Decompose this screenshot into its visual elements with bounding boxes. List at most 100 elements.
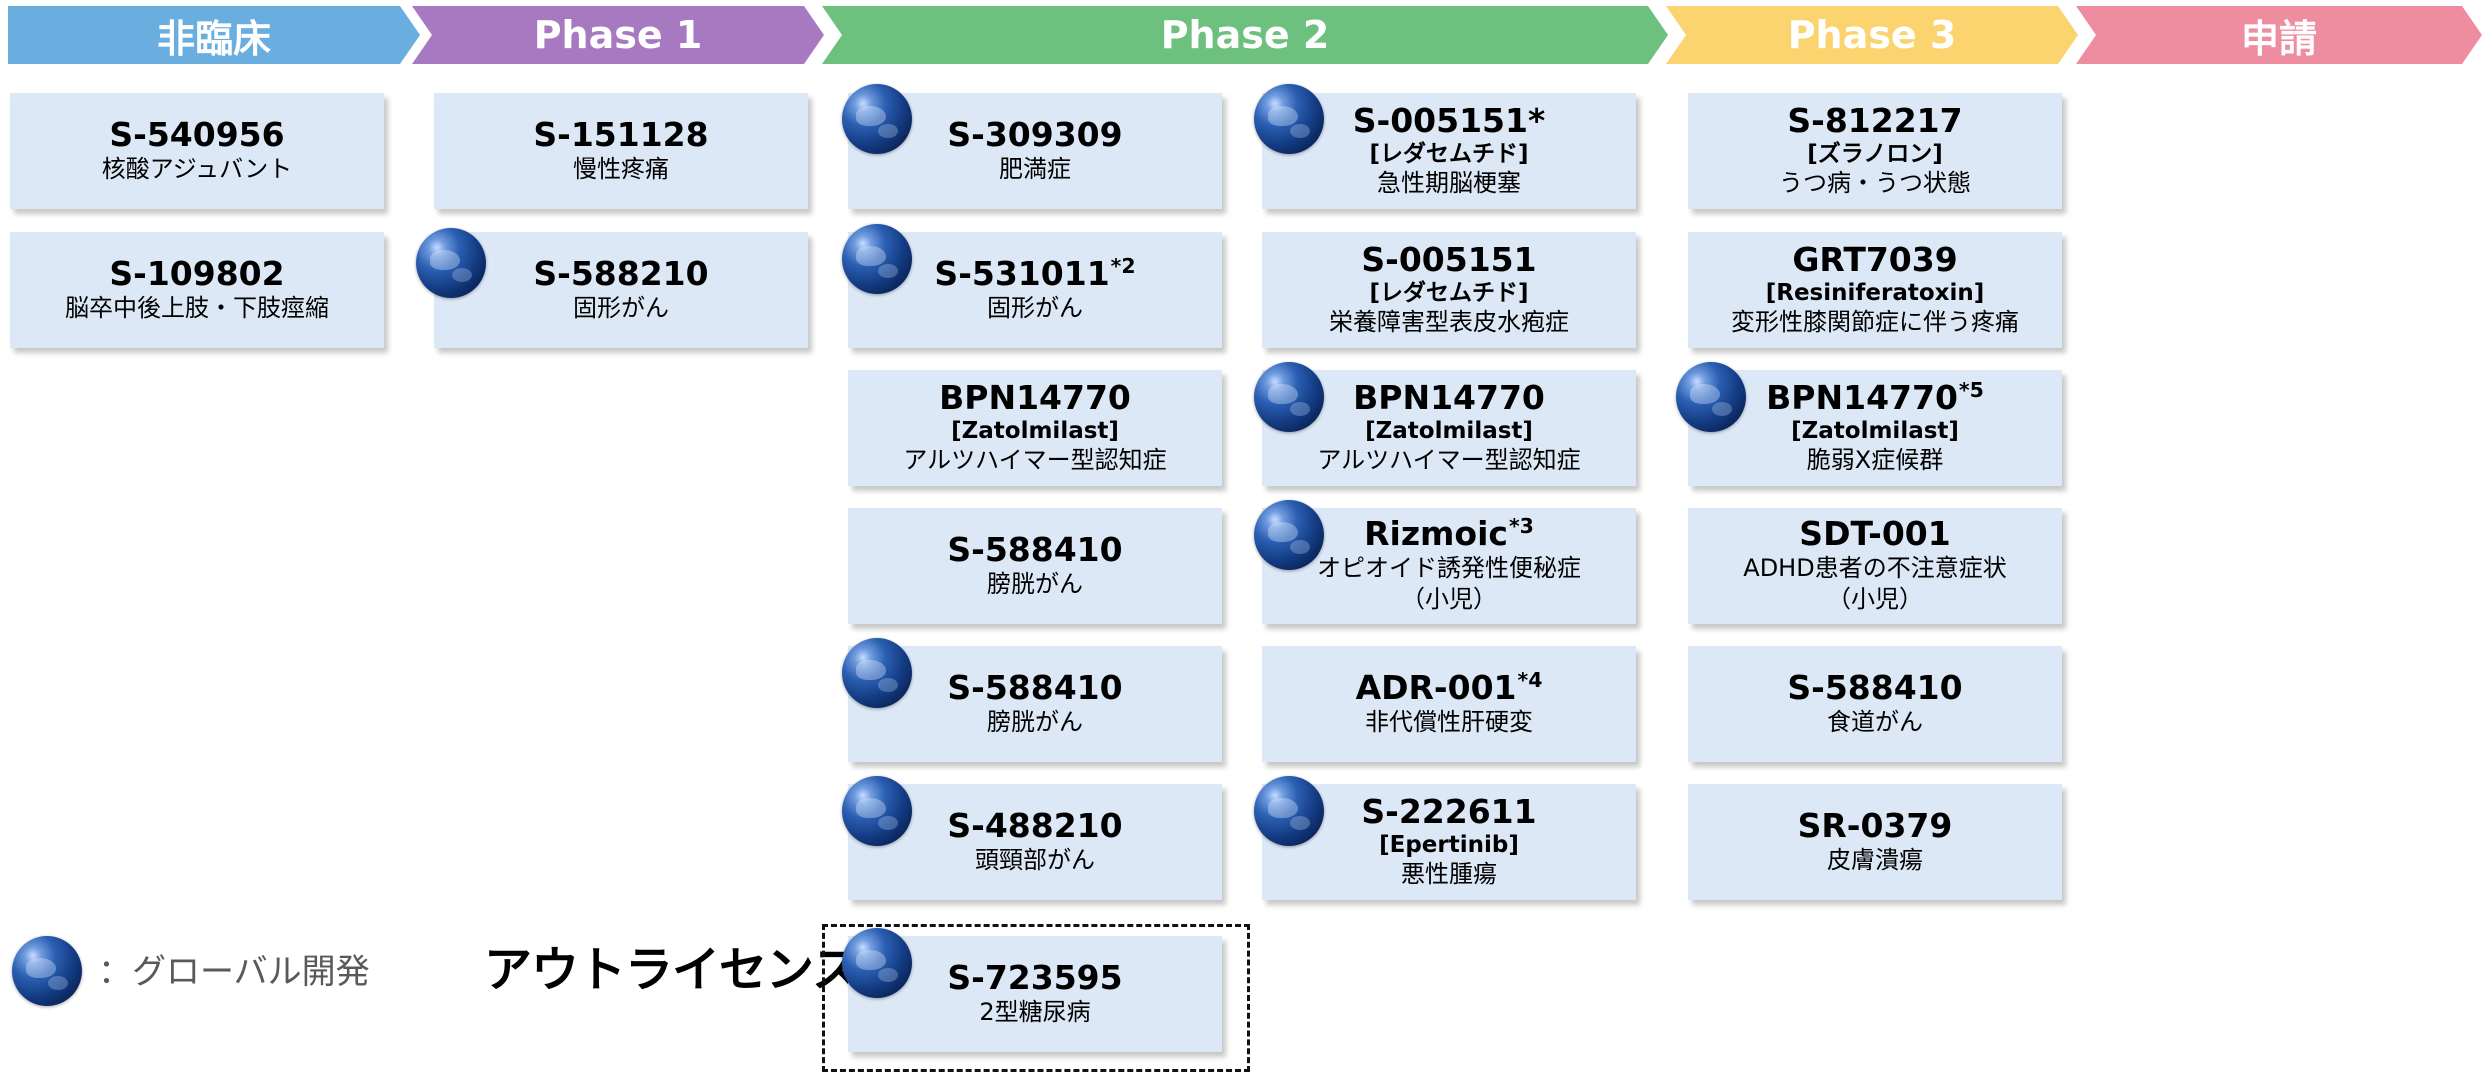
pipeline-card: BPN14770 [Zatolmilast] アルツハイマー型認知症 [848, 370, 1222, 486]
compound-code: GRT7039 [1792, 239, 1958, 279]
compound-code: S-588210 [533, 253, 709, 293]
compound-code: S-151128 [533, 114, 709, 154]
generic-name: [Resiniferatoxin] [1765, 279, 1985, 306]
compound-code: SDT-001 [1799, 514, 1951, 554]
compound-code: BPN14770 [1353, 377, 1545, 417]
pipeline-card: S-588410 膀胱がん [848, 508, 1222, 624]
globe-icon [842, 224, 912, 294]
compound-code: S-588410 [1787, 667, 1963, 707]
outlicense-label: アウトライセンス [484, 942, 860, 998]
phase-header-phase2: Phase 2 [822, 6, 1668, 64]
globe-icon [842, 638, 912, 708]
indication: アルツハイマー型認知症 [903, 446, 1167, 475]
generic-name: [レダセムチド] [1369, 279, 1529, 306]
compound-code: ADR-001*4 [1355, 667, 1543, 707]
generic-name: [ズラノロン] [1807, 140, 1943, 167]
indication: 頭頸部がん [975, 845, 1095, 874]
compound-code: Rizmoic*3 [1364, 514, 1534, 554]
indication: 脆弱X症候群 [1806, 446, 1944, 475]
phase-header-filing: 申請 [2076, 6, 2482, 64]
phase-header-phase1: Phase 1 [412, 6, 824, 64]
globe-icon [1254, 84, 1324, 154]
footnote-marker: *2 [1110, 253, 1136, 278]
compound-code: S-109802 [109, 253, 285, 293]
compound-code: BPN14770*5 [1766, 377, 1984, 417]
indication: 膀胱がん [987, 707, 1083, 736]
indication: 非代償性肝硬変 [1365, 707, 1533, 736]
phase-label: 非臨床 [156, 16, 271, 61]
compound-code: S-812217 [1787, 100, 1963, 140]
compound-code: S-588410 [947, 529, 1123, 569]
phase-label: Phase 3 [1787, 13, 1957, 57]
phase-arrow-shape [2076, 6, 2482, 64]
phase-arrow-shape [822, 6, 1668, 64]
indication: 2型糖尿病 [979, 997, 1091, 1026]
compound-code: S-531011*2 [934, 253, 1136, 293]
indication: 急性期脳梗塞 [1377, 169, 1521, 198]
indication: 悪性腫瘍 [1401, 860, 1497, 889]
phase-label: Phase 2 [1160, 13, 1330, 57]
pipeline-card: S-151128 慢性疼痛 [434, 93, 808, 209]
generic-name: [Zatolmilast] [1365, 417, 1533, 444]
pipeline-card: S-005151* [レダセムチド] 急性期脳梗塞 [1262, 93, 1636, 209]
generic-name: [Zatolmilast] [951, 417, 1119, 444]
globe-icon [842, 84, 912, 154]
pipeline-card: S-005151 [レダセムチド] 栄養障害型表皮水疱症 [1262, 232, 1636, 348]
compound-code: S-723595 [947, 957, 1123, 997]
globe-icon [1254, 362, 1324, 432]
indication: 核酸アジュバント [101, 154, 293, 183]
globe-icon [1254, 500, 1324, 570]
pipeline-card: S-109802 脳卒中後上肢・下肢痙縮 [10, 232, 384, 348]
phase-label: Phase 1 [533, 13, 703, 57]
indication-note: （小児） [1827, 585, 1923, 614]
indication: 食道がん [1827, 707, 1923, 736]
pipeline-card: GRT7039 [Resiniferatoxin] 変形性膝関節症に伴う疼痛 [1688, 232, 2062, 348]
pipeline-card: S-222611 [Epertinib] 悪性腫瘍 [1262, 784, 1636, 900]
compound-code: BPN14770 [939, 377, 1131, 417]
phase-arrow-shape [412, 6, 824, 64]
footnote-marker: *5 [1958, 377, 1984, 402]
phase-header-preclinical: 非臨床 [8, 6, 420, 64]
indication: 脳卒中後上肢・下肢痙縮 [65, 293, 329, 322]
compound-code: S-309309 [947, 114, 1123, 154]
indication: 変形性膝関節症に伴う疼痛 [1731, 308, 2019, 337]
indication: アルツハイマー型認知症 [1317, 446, 1581, 475]
phase-arrow-shape [8, 6, 420, 64]
footnote-marker: *3 [1508, 514, 1534, 539]
compound-code: S-005151 [1361, 239, 1537, 279]
generic-name: [Zatolmilast] [1791, 417, 1959, 444]
phase-header-phase3: Phase 3 [1666, 6, 2078, 64]
globe-icon [1254, 776, 1324, 846]
pipeline-card: BPN14770*5 [Zatolmilast] 脆弱X症候群 [1688, 370, 2062, 486]
indication: 固形がん [573, 293, 669, 322]
compound-code: S-488210 [947, 805, 1123, 845]
legend-label: ：グローバル開発 [98, 952, 370, 992]
outlicense-box [822, 924, 1250, 1072]
globe-icon [842, 776, 912, 846]
phase-arrow-shape [1666, 6, 2078, 64]
pipeline-card: S-812217 [ズラノロン] うつ病・うつ状態 [1688, 93, 2062, 209]
pipeline-card: Rizmoic*3 オピオイド誘発性便秘症 （小児） [1262, 508, 1636, 624]
indication: 肥満症 [999, 154, 1071, 183]
pipeline-card: SDT-001 ADHD患者の不注意症状 （小児） [1688, 508, 2062, 624]
indication: 皮膚潰瘍 [1827, 845, 1923, 874]
indication: うつ病・うつ状態 [1779, 169, 1971, 198]
pipeline-card: S-588210 固形がん [434, 232, 808, 348]
pipeline-card: SR-0379 皮膚潰瘍 [1688, 784, 2062, 900]
compound-code: SR-0379 [1797, 805, 1953, 845]
indication: ADHD患者の不注意症状 [1743, 554, 2007, 583]
generic-name: [レダセムチド] [1369, 140, 1529, 167]
globe-icon [12, 936, 82, 1006]
compound-code: S-222611 [1361, 791, 1537, 831]
pipeline-card: S-588410 食道がん [1688, 646, 2062, 762]
generic-name: [Epertinib] [1379, 831, 1519, 858]
globe-icon [1676, 362, 1746, 432]
footnote-marker: *4 [1517, 667, 1543, 692]
compound-code: S-588410 [947, 667, 1123, 707]
indication-note: （小児） [1401, 585, 1497, 614]
globe-icon [842, 928, 912, 998]
pipeline-card: BPN14770 [Zatolmilast] アルツハイマー型認知症 [1262, 370, 1636, 486]
pipeline-card: ADR-001*4 非代償性肝硬変 [1262, 646, 1636, 762]
indication: 栄養障害型表皮水疱症 [1329, 308, 1569, 337]
globe-icon [416, 228, 486, 298]
